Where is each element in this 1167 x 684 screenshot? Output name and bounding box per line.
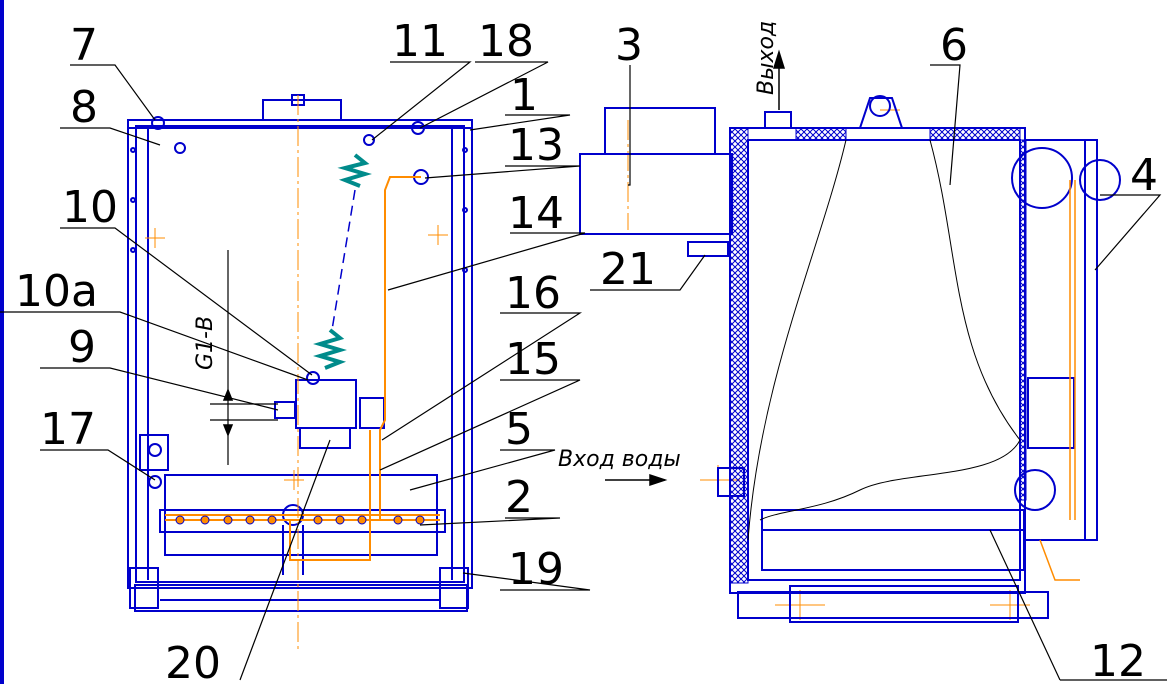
callout-15: 15 [505,334,561,385]
callout-20: 20 [165,638,221,684]
side-pipes [1039,180,1080,581]
callout-numbers: 7 8 11 18 1 13 10 14 10a 16 9 15 17 5 2 … [15,16,1158,684]
callout-1: 1 [510,70,538,121]
burner-nozzles [175,515,425,525]
callout-5: 5 [505,404,533,455]
callout-7: 7 [70,20,98,71]
callout-17: 17 [40,404,96,455]
leader-lines [0,61,1167,681]
frame-left-border [0,0,4,684]
centerlines [297,95,629,650]
callout-9: 9 [68,322,96,373]
insulation [729,127,1027,584]
callout-8: 8 [70,82,98,133]
flow-arrows [222,49,786,487]
callout-16: 16 [505,268,561,319]
callout-14: 14 [508,188,564,239]
callout-2: 2 [505,472,533,523]
callout-10a: 10a [15,266,98,317]
spring-lower [313,328,347,370]
cross-marks [145,109,1030,620]
callout-13: 13 [508,120,564,171]
callout-11: 11 [392,16,448,67]
water-inlet-label: Вход воды [558,447,681,472]
water-outlet-label: Выход [754,21,779,95]
callout-3: 3 [615,20,643,71]
spring-rod [331,189,356,331]
callout-12: 12 [1090,636,1146,684]
callout-18: 18 [478,16,534,67]
side-view [579,95,1121,623]
spring-upper [337,153,372,188]
gas-connection-label: G1-B [193,316,218,370]
callout-10: 10 [62,182,118,233]
front-view [127,94,473,612]
break-lines [747,139,1021,541]
callout-6: 6 [940,20,968,71]
callout-4: 4 [1130,150,1158,201]
callout-21: 21 [600,244,656,295]
callout-19: 19 [508,544,564,595]
